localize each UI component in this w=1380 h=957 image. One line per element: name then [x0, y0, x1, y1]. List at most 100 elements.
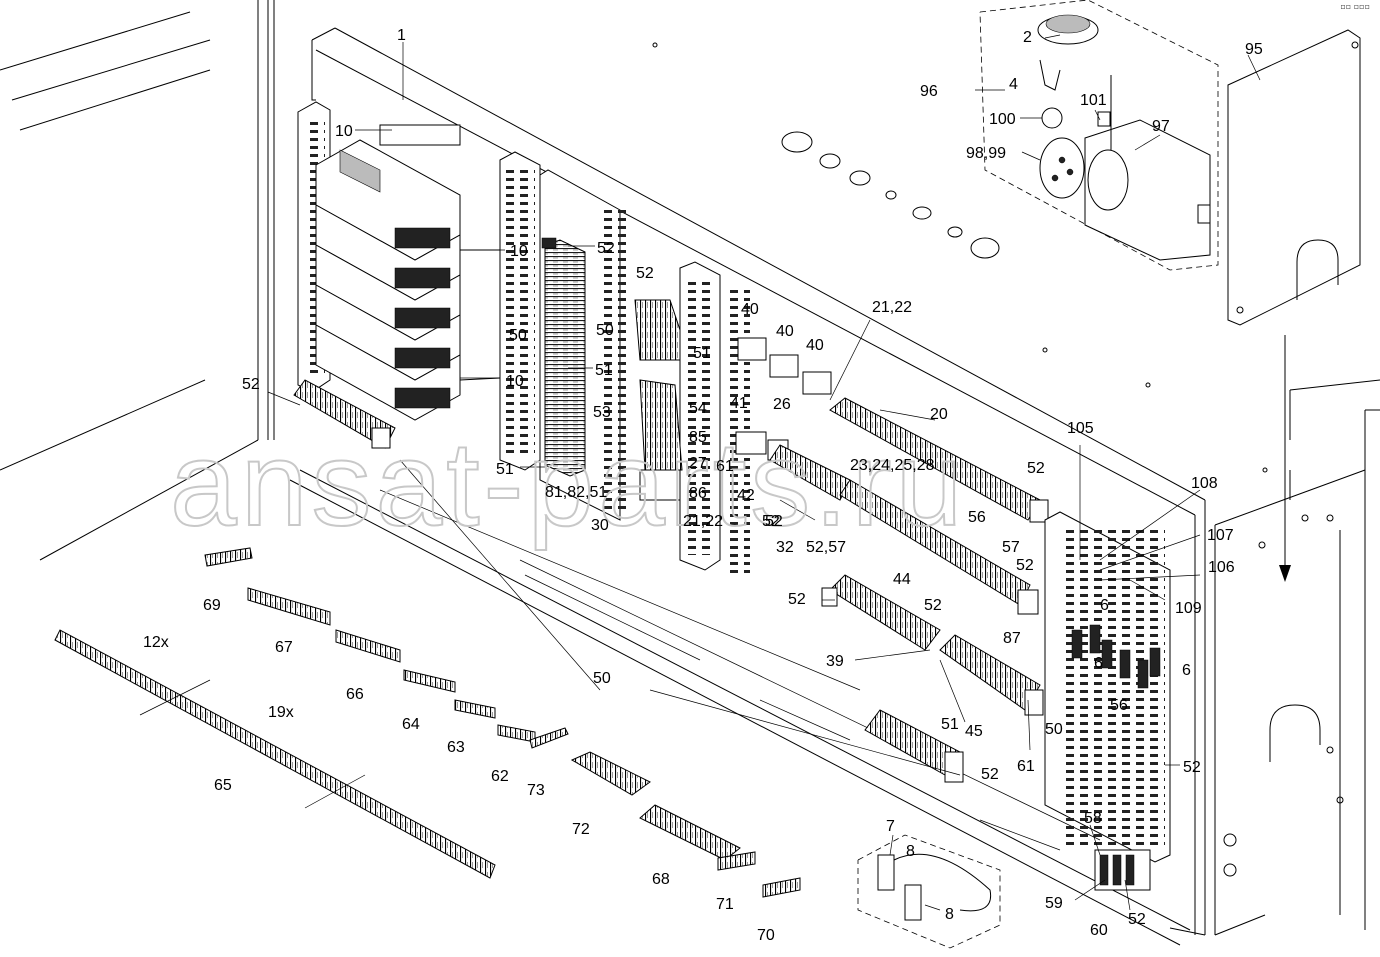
callout: 68	[652, 871, 670, 888]
terminal-block-45	[939, 634, 1044, 716]
callout: 52	[1016, 557, 1034, 574]
callout: 27	[689, 455, 707, 472]
center-ducts	[499, 151, 750, 575]
callout: 52	[762, 513, 780, 530]
vertical-terminal-strip	[541, 237, 586, 477]
callout: 100	[989, 111, 1016, 128]
callout: 52	[788, 591, 806, 608]
callout: 6	[1182, 662, 1191, 679]
callout: 87	[1003, 630, 1021, 647]
callout: 107	[1207, 527, 1234, 544]
callout: 19x	[268, 704, 294, 721]
panel-95	[1227, 29, 1361, 582]
callout-labels: 1 2 4 96 100 101 97 98,99 95 10 10 10 52…	[143, 27, 1263, 944]
callout: 10	[510, 243, 528, 260]
callout: 69	[203, 597, 221, 614]
mid-terminals	[634, 299, 683, 501]
callout: 50	[596, 322, 614, 339]
callout: 95	[1245, 41, 1263, 58]
callout: 61	[1017, 758, 1035, 775]
callout: 21,22	[872, 299, 912, 316]
callout: 2	[1023, 29, 1032, 46]
callout: 26	[773, 396, 791, 413]
callout: 64	[402, 716, 420, 733]
callout: 51	[496, 461, 514, 478]
relay-row	[821, 574, 941, 651]
callout: 109	[1175, 600, 1202, 617]
corner-mark: ▫▫ ▫▫▫	[1340, 2, 1370, 11]
callout: 70	[757, 927, 775, 944]
callout: 50	[593, 670, 611, 687]
callout: 51	[941, 716, 959, 733]
callout: 101	[1080, 92, 1107, 109]
callout: 52	[765, 513, 783, 530]
callout: 52	[1183, 759, 1201, 776]
callout: 1	[397, 27, 406, 44]
callout: 52	[242, 376, 260, 393]
callout: 52	[981, 766, 999, 783]
callout: 53	[593, 404, 611, 421]
callout: 50	[1045, 721, 1063, 738]
callout: 96	[920, 83, 938, 100]
breaker-stack	[315, 124, 505, 421]
callout: 10	[335, 123, 353, 140]
callout: 32	[776, 539, 794, 556]
callout: 30	[591, 517, 609, 534]
callout: 56	[1110, 697, 1128, 714]
main-terminal-rail	[769, 397, 1049, 615]
callout: 52	[924, 597, 942, 614]
callout: 41	[730, 395, 748, 412]
callout: 67	[275, 639, 293, 656]
callout: 106	[1208, 559, 1235, 576]
callout: 12x	[143, 634, 169, 651]
callout: 52	[1128, 911, 1146, 928]
jumpers	[54, 547, 801, 898]
callout: 45	[965, 723, 983, 740]
callout: 60	[1090, 922, 1108, 939]
right-duct	[1044, 511, 1171, 863]
callout: 81,82,51	[545, 484, 607, 501]
callout: 52	[597, 240, 615, 257]
detail-96	[979, 0, 1219, 271]
callout: 63	[447, 739, 465, 756]
callout: 52,57	[806, 539, 846, 556]
callout: 65	[214, 777, 232, 794]
callout: 85	[689, 429, 707, 446]
callout: 40	[741, 301, 759, 318]
callout: 6	[1094, 655, 1103, 672]
callout: 56	[968, 509, 986, 526]
callout: 62	[491, 768, 509, 785]
callout: 52	[636, 265, 654, 282]
callout: 66	[346, 686, 364, 703]
connector-group-6	[1071, 624, 1161, 689]
callout: 6	[1100, 597, 1109, 614]
callout: 97	[1152, 118, 1170, 135]
callout: 98,99	[966, 145, 1006, 162]
callout: 50	[509, 327, 527, 344]
callout: 10	[506, 373, 524, 390]
leader-lines	[267, 34, 1261, 911]
watermark: ansat-parts.ru	[170, 417, 966, 551]
callout: 72	[572, 821, 590, 838]
callout: 59	[1045, 895, 1063, 912]
callout: 52	[1027, 460, 1045, 477]
callout: 57	[1002, 539, 1020, 556]
callout: 8	[945, 906, 954, 923]
callout: 51	[693, 345, 711, 362]
callout: 61	[716, 458, 734, 475]
callout: 86	[689, 485, 707, 502]
callout: 42	[737, 487, 755, 504]
callout: 7	[886, 818, 895, 835]
callout: 40	[806, 337, 824, 354]
callout: 4	[1009, 76, 1018, 93]
callout: 23,24,25,28	[850, 457, 935, 474]
callout: 40	[776, 323, 794, 340]
callout: 54	[689, 400, 707, 417]
callout: 58	[1084, 810, 1102, 827]
callout: 21,22	[683, 513, 723, 530]
callout: 51	[595, 362, 613, 379]
callout: 73	[527, 782, 545, 799]
callout: 39	[826, 653, 844, 670]
